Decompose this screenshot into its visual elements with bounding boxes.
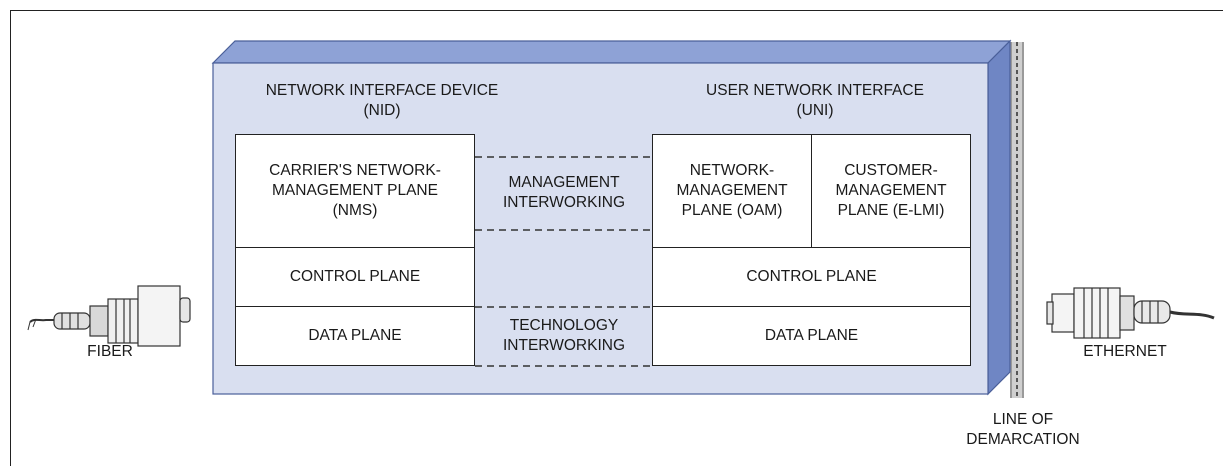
demarcation-line: [1010, 42, 1024, 398]
uni-title: USER NETWORK INTERFACE (UNI): [706, 82, 924, 119]
diagram-frame: [10, 10, 1223, 466]
nid-title: NETWORK INTERFACE DEVICE (NID): [265, 82, 499, 119]
fiber-label: FIBER: [87, 343, 133, 360]
nid-data-plane: DATA PLANE: [235, 306, 475, 366]
ethernet-connector-icon: [1046, 287, 1215, 339]
uni-control-plane: CONTROL PLANE: [652, 247, 971, 307]
network-management-plane: NETWORK- MANAGEMENT PLANE (OAM): [652, 134, 812, 248]
customer-management-plane: CUSTOMER- MANAGEMENT PLANE (E-LMI): [811, 134, 971, 248]
management-interworking-label: MANAGEMENT INTERWORKING: [503, 174, 625, 211]
uni-data-plane: DATA PLANE: [652, 306, 971, 366]
technology-interworking-label: TECHNOLOGY INTERWORKING: [503, 317, 625, 354]
carrier-management-plane: CARRIER'S NETWORK- MANAGEMENT PLANE (NMS…: [235, 134, 475, 248]
fiber-connector-icon: [27, 285, 191, 347]
interworking-dashes: [475, 156, 653, 367]
nid-control-plane: CONTROL PLANE: [235, 247, 475, 307]
ethernet-label: ETHERNET: [1083, 343, 1167, 360]
line-of-demarcation-label: LINE OF DEMARCATION: [966, 411, 1080, 448]
